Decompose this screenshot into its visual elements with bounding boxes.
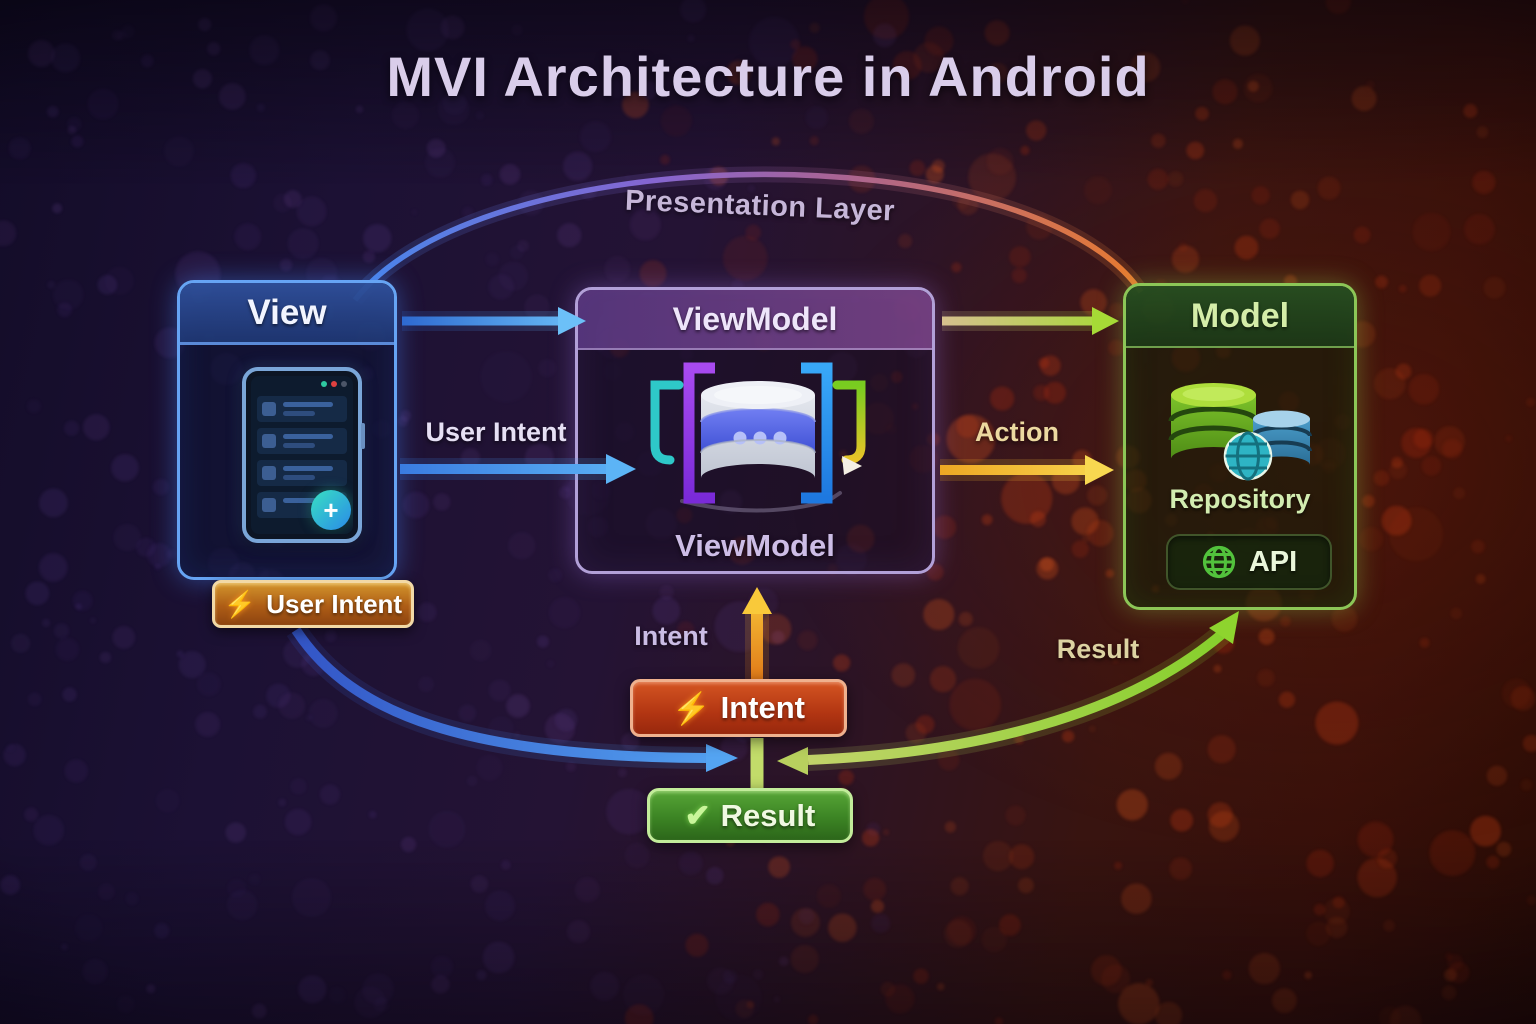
result-badge: ✔ Result bbox=[647, 788, 853, 843]
list-item bbox=[257, 428, 347, 454]
list-item bbox=[257, 396, 347, 422]
database-cylinder-icon bbox=[700, 381, 816, 478]
viewmodel-state-icon bbox=[650, 362, 866, 513]
result-badge-label: Result bbox=[720, 797, 816, 833]
globe-icon bbox=[1223, 431, 1273, 481]
fab-plus-icon: + bbox=[311, 490, 351, 530]
result-edge-label: Result bbox=[1056, 634, 1140, 664]
phone-icon: + bbox=[242, 367, 365, 543]
model-box: Model bbox=[1123, 283, 1357, 610]
lightning-icon: ⚡ bbox=[223, 588, 257, 619]
api-label: API bbox=[1248, 545, 1298, 578]
check-icon: ✔ bbox=[684, 797, 711, 833]
repository-label: Repository bbox=[1169, 484, 1311, 514]
viewmodel-caption: ViewModel bbox=[675, 528, 835, 563]
phone-screen: + bbox=[251, 376, 353, 534]
action-edge-label: Action bbox=[975, 417, 1059, 447]
intent-badge-label: Intent bbox=[720, 690, 805, 725]
user-intent-edge-label: User Intent bbox=[425, 417, 567, 447]
intent-edge-label: Intent bbox=[634, 621, 708, 651]
api-globe-icon bbox=[1202, 545, 1235, 579]
phone-status-dots bbox=[321, 381, 347, 387]
view-box-header: View bbox=[180, 283, 394, 345]
intent-badge: ⚡ Intent bbox=[630, 679, 847, 737]
page-title: MVI Architecture in Android bbox=[386, 45, 1150, 108]
view-box: View + bbox=[177, 280, 397, 580]
model-box-header: Model bbox=[1126, 286, 1354, 348]
user-intent-badge-label: User Intent bbox=[266, 588, 403, 619]
view-box-title: View bbox=[247, 292, 327, 332]
phone-side-button bbox=[361, 423, 365, 449]
viewmodel-box-header: ViewModel bbox=[578, 290, 932, 350]
lightning-icon: ⚡ bbox=[672, 690, 711, 726]
api-pill: API bbox=[1166, 534, 1332, 590]
list-item bbox=[257, 460, 347, 486]
viewmodel-box: ViewModel bbox=[575, 287, 935, 574]
user-intent-badge: ⚡ User Intent bbox=[212, 580, 414, 628]
model-box-title: Model bbox=[1190, 296, 1290, 335]
viewmodel-box-title: ViewModel bbox=[672, 300, 838, 337]
